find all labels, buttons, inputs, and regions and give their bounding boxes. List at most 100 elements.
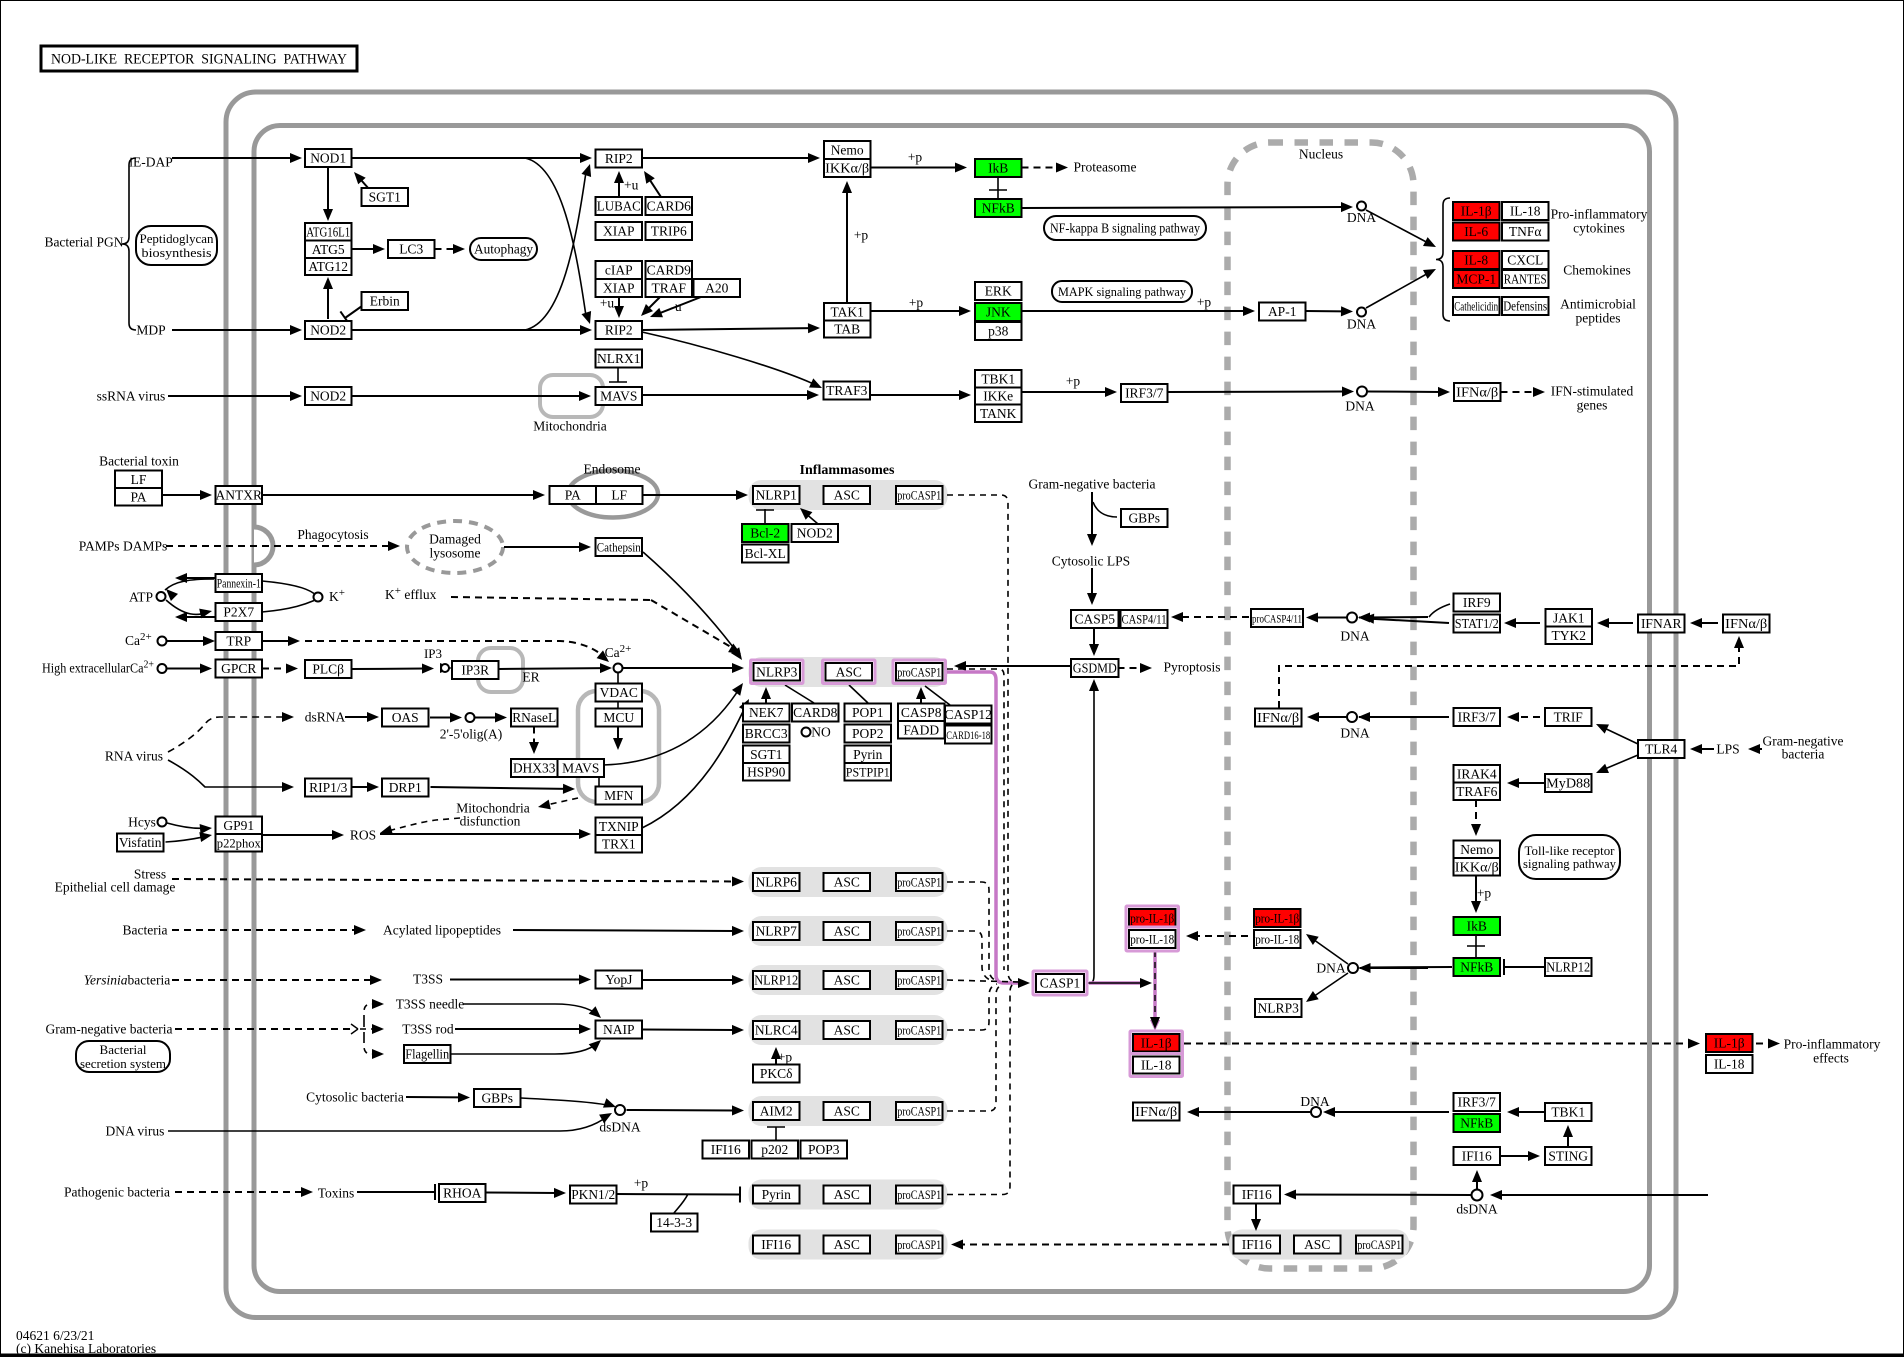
svg-text:Toll-like receptor: Toll-like receptor bbox=[1525, 843, 1616, 858]
svg-text:IFNα/β: IFNα/β bbox=[1725, 616, 1767, 631]
svg-text:TRAF: TRAF bbox=[652, 281, 687, 296]
svg-text:GBPs: GBPs bbox=[1128, 511, 1160, 526]
svg-text:MFN: MFN bbox=[604, 788, 634, 803]
svg-text:Mitochondria: Mitochondria bbox=[456, 801, 530, 816]
svg-text:iE-DAP: iE-DAP bbox=[129, 155, 173, 170]
svg-text:proCASP1: proCASP1 bbox=[897, 489, 941, 503]
svg-text:A20: A20 bbox=[705, 281, 728, 296]
svg-text:MCU: MCU bbox=[603, 710, 634, 725]
svg-text:proCASP1: proCASP1 bbox=[897, 876, 941, 890]
svg-text:IL-6: IL-6 bbox=[1464, 224, 1488, 239]
svg-text:Inflammasomes: Inflammasomes bbox=[800, 463, 895, 478]
svg-text:LF: LF bbox=[131, 472, 147, 487]
svg-text:DNA: DNA bbox=[1300, 1094, 1329, 1109]
svg-text:BRCC3: BRCC3 bbox=[745, 726, 788, 741]
svg-text:CASP8: CASP8 bbox=[901, 705, 942, 720]
svg-text:+p: +p bbox=[908, 150, 923, 165]
svg-text:Bacterial: Bacterial bbox=[100, 1042, 147, 1057]
svg-text:NLRP3: NLRP3 bbox=[1258, 1001, 1300, 1016]
svg-text:Bacteria: Bacteria bbox=[123, 923, 168, 938]
svg-text:Stress: Stress bbox=[134, 867, 166, 882]
svg-text:ASC: ASC bbox=[834, 973, 860, 988]
svg-text:proCASP1: proCASP1 bbox=[897, 1024, 941, 1038]
svg-text:SGT1: SGT1 bbox=[369, 190, 401, 205]
svg-text:GP91: GP91 bbox=[223, 818, 254, 833]
svg-text:CXCL: CXCL bbox=[1507, 253, 1543, 268]
svg-text:Cytosolic LPS: Cytosolic LPS bbox=[1052, 554, 1130, 569]
svg-text:DNA: DNA bbox=[1347, 317, 1376, 332]
svg-text:CASP1: CASP1 bbox=[1040, 976, 1081, 991]
svg-text:PKCδ: PKCδ bbox=[760, 1066, 793, 1081]
svg-text:p202: p202 bbox=[761, 1142, 788, 1157]
svg-text:Bacterial PGN: Bacterial PGN bbox=[44, 235, 123, 250]
svg-text:proCASP1: proCASP1 bbox=[897, 1105, 941, 1119]
svg-text:DNA: DNA bbox=[1345, 399, 1374, 414]
svg-text:+p: +p bbox=[1066, 374, 1081, 389]
svg-text:Bcl-2: Bcl-2 bbox=[750, 526, 780, 541]
svg-text:+p: +p bbox=[634, 1176, 649, 1191]
svg-text:DNA: DNA bbox=[1340, 629, 1369, 644]
svg-text:IFI16: IFI16 bbox=[1242, 1187, 1272, 1202]
svg-text:MCP-1: MCP-1 bbox=[1456, 272, 1496, 287]
svg-text:T3SS: T3SS bbox=[413, 972, 443, 987]
svg-text:Damaged: Damaged bbox=[429, 532, 481, 547]
svg-text:p22phox: p22phox bbox=[217, 837, 262, 851]
svg-text:pro-IL-1β: pro-IL-1β bbox=[1255, 912, 1299, 926]
svg-text:IL-8: IL-8 bbox=[1464, 253, 1488, 268]
svg-text:+p: +p bbox=[1197, 295, 1212, 310]
svg-text:TXNIP: TXNIP bbox=[599, 819, 639, 834]
svg-text:+p: +p bbox=[909, 295, 924, 310]
svg-text:TAB: TAB bbox=[834, 322, 860, 337]
svg-text:(c) Kanehisa Laboratories: (c) Kanehisa Laboratories bbox=[16, 1341, 156, 1356]
svg-text:NLRC4: NLRC4 bbox=[755, 1023, 798, 1038]
svg-text:Nemo: Nemo bbox=[1460, 842, 1493, 857]
svg-text:RHOA: RHOA bbox=[443, 1186, 482, 1201]
svg-text:Peptidoglycan: Peptidoglycan bbox=[140, 231, 214, 246]
svg-text:FADD: FADD bbox=[903, 723, 939, 738]
svg-text:ASC: ASC bbox=[834, 1104, 860, 1119]
svg-text:14-3-3: 14-3-3 bbox=[656, 1215, 692, 1230]
svg-text:JAK1: JAK1 bbox=[1553, 611, 1585, 626]
svg-text:GPCR: GPCR bbox=[221, 661, 256, 676]
svg-text:-u: -u bbox=[670, 299, 681, 314]
svg-text:POP2: POP2 bbox=[852, 726, 884, 741]
svg-text:PA: PA bbox=[565, 488, 581, 503]
svg-text:ROS: ROS bbox=[350, 828, 376, 843]
svg-text:ASC: ASC bbox=[836, 665, 862, 680]
svg-text:Cathepsin: Cathepsin bbox=[597, 541, 642, 555]
svg-text:+p: +p bbox=[1477, 886, 1492, 901]
svg-text:ASC: ASC bbox=[834, 1187, 860, 1202]
svg-text:Nucleus: Nucleus bbox=[1299, 147, 1343, 162]
svg-text:TRP: TRP bbox=[226, 634, 251, 649]
svg-text:TNFα: TNFα bbox=[1509, 224, 1542, 239]
svg-text:ATG16L1: ATG16L1 bbox=[306, 224, 350, 239]
svg-text:IL-18: IL-18 bbox=[1714, 1057, 1745, 1072]
svg-text:ASC: ASC bbox=[834, 1023, 860, 1038]
svg-text:TANK: TANK bbox=[980, 406, 1017, 421]
svg-text:T3SS needle: T3SS needle bbox=[396, 997, 465, 1012]
svg-text:TLR4: TLR4 bbox=[1645, 742, 1677, 757]
svg-text:IRF9: IRF9 bbox=[1463, 595, 1491, 610]
svg-text:04621 6/23/21: 04621 6/23/21 bbox=[16, 1328, 94, 1343]
svg-text:MAVS: MAVS bbox=[562, 761, 599, 776]
svg-text:ssRNA virus: ssRNA virus bbox=[97, 389, 166, 404]
svg-text:PSTPIP1: PSTPIP1 bbox=[846, 766, 890, 780]
svg-text:IFI16: IFI16 bbox=[711, 1142, 741, 1157]
svg-text:LUBAC: LUBAC bbox=[597, 199, 641, 214]
svg-text:Erbin: Erbin bbox=[370, 294, 400, 309]
svg-text:ASC: ASC bbox=[834, 1237, 860, 1252]
svg-text:ATP: ATP bbox=[129, 590, 153, 605]
svg-text:NLRP12: NLRP12 bbox=[1546, 960, 1590, 975]
svg-text:MyD88: MyD88 bbox=[1546, 776, 1590, 791]
svg-text:TRAF3: TRAF3 bbox=[826, 383, 868, 398]
svg-text:TRIP6: TRIP6 bbox=[651, 224, 687, 239]
svg-text:CASP5: CASP5 bbox=[1075, 612, 1116, 627]
svg-text:NLRP12: NLRP12 bbox=[754, 973, 798, 988]
svg-text:Gram-negative: Gram-negative bbox=[1763, 734, 1844, 749]
svg-text:Gram-negative bacteria: Gram-negative bacteria bbox=[1028, 477, 1155, 492]
svg-text:NLRP6: NLRP6 bbox=[756, 875, 798, 890]
svg-text:LC3: LC3 bbox=[399, 242, 423, 257]
svg-text:DHX33: DHX33 bbox=[513, 761, 556, 776]
svg-text:ATG5: ATG5 bbox=[312, 242, 345, 257]
svg-text:NAIP: NAIP bbox=[603, 1022, 635, 1037]
